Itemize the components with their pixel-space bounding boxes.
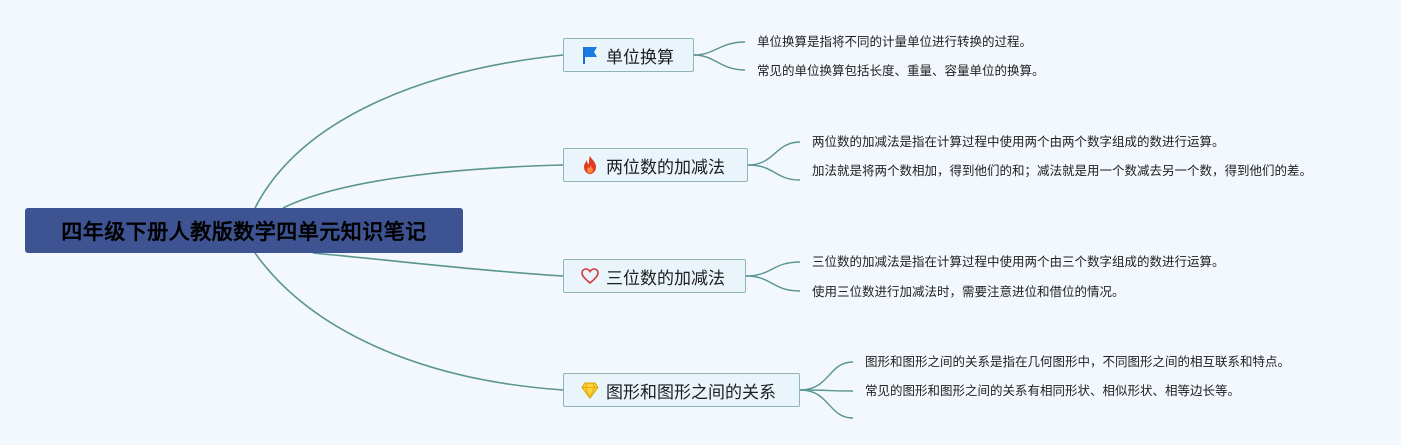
branch-two-digit-add-sub[interactable]: 两位数的加减法 bbox=[563, 148, 748, 182]
note-2-2: 加法就是将两个数相加，得到他们的和；减法就是用一个数减去另一个数，得到他们的差。 bbox=[812, 163, 1313, 178]
note-link-1-2 bbox=[693, 54, 746, 71]
branch-label: 图形和图形之间的关系 bbox=[606, 382, 776, 403]
branch-label: 单位换算 bbox=[606, 47, 674, 68]
root-title: 四年级下册人教版数学四单元知识笔记 bbox=[61, 219, 427, 244]
root-link-3 bbox=[312, 252, 564, 277]
note-link-1-1 bbox=[693, 41, 746, 56]
flag-icon bbox=[580, 45, 600, 65]
root-link-1 bbox=[254, 54, 564, 209]
note-link-2-2 bbox=[747, 164, 801, 181]
note-1-1: 单位换算是指将不同的计量单位进行转换的过程。 bbox=[757, 34, 1033, 49]
note-link-3-1 bbox=[745, 261, 801, 277]
note-link-3-2 bbox=[745, 275, 801, 292]
note-1-2: 常见的单位换算包括长度、重量、容量单位的换算。 bbox=[757, 63, 1045, 78]
branch-shape-relations[interactable]: 图形和图形之间的关系 bbox=[563, 373, 800, 407]
note-4-2: 常见的图形和图形之间的关系有相同形状、相似形状、相等边长等。 bbox=[865, 383, 1241, 398]
note-3-2: 使用三位数进行加减法时，需要注意进位和借位的情况。 bbox=[812, 284, 1125, 299]
diamond-icon bbox=[580, 380, 600, 400]
note-link-4-1 bbox=[799, 361, 854, 391]
note-link-2-1 bbox=[747, 141, 801, 166]
root-link-2 bbox=[282, 164, 564, 209]
note-link-4-3 bbox=[799, 389, 854, 419]
note-4-1: 图形和图形之间的关系是指在几何图形中，不同图形之间的相互联系和特点。 bbox=[865, 354, 1291, 369]
note-3-1: 三位数的加减法是指在计算过程中使用两个由三个数字组成的数进行运算。 bbox=[812, 254, 1225, 269]
root-topic[interactable]: 四年级下册人教版数学四单元知识笔记 bbox=[25, 208, 463, 253]
branch-label: 三位数的加减法 bbox=[606, 268, 725, 289]
fire-icon bbox=[580, 155, 600, 175]
branch-label: 两位数的加减法 bbox=[606, 157, 725, 178]
root-link-4 bbox=[254, 252, 564, 391]
branch-unit-conversion[interactable]: 单位换算 bbox=[563, 38, 694, 72]
note-2-1: 两位数的加减法是指在计算过程中使用两个由两个数字组成的数进行运算。 bbox=[812, 134, 1225, 149]
heart-icon bbox=[580, 266, 600, 286]
branch-three-digit-add-sub[interactable]: 三位数的加减法 bbox=[563, 259, 746, 293]
